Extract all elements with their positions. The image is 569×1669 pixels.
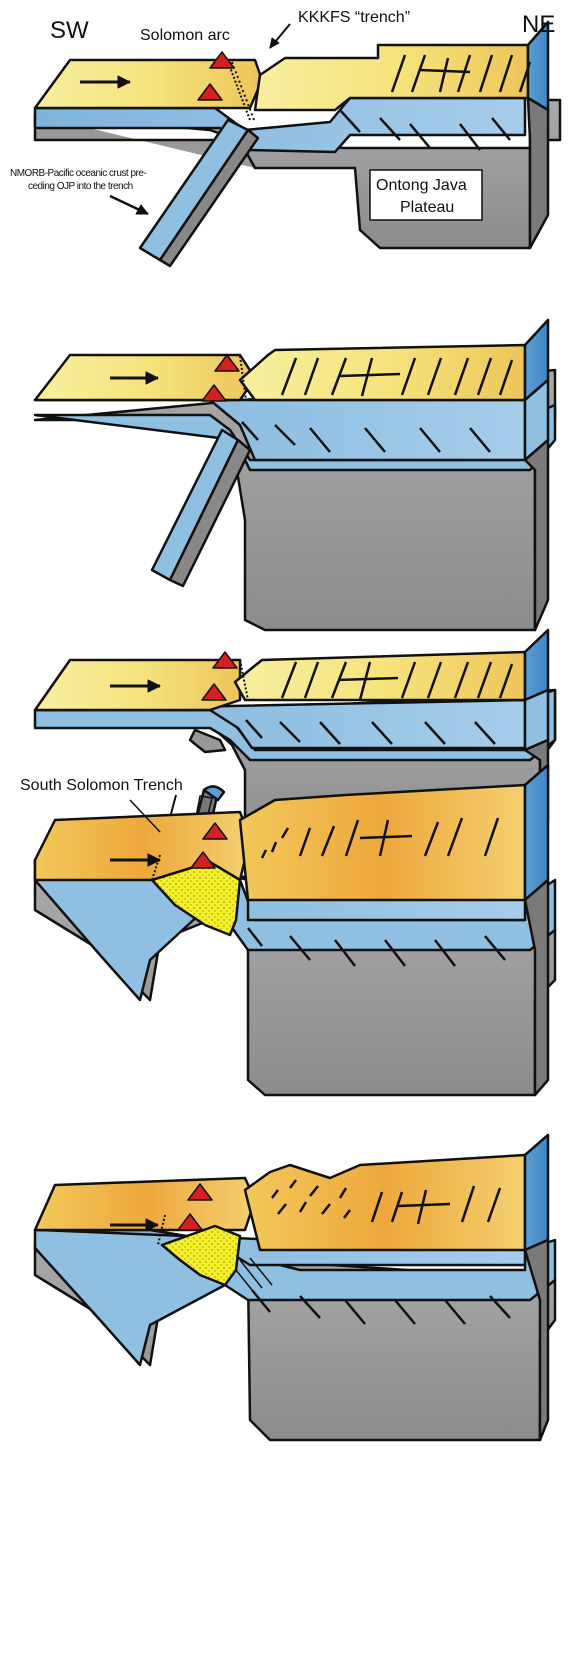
panel-2 (35, 320, 555, 630)
nmorb-label-line1: NMORB-Pacific oceanic crust pre- (10, 168, 146, 179)
ontong-java-label-line2: Plateau (400, 199, 454, 216)
ontong-java-label-line1: Ontong Java (376, 177, 467, 194)
ne-label: NE (522, 11, 555, 38)
kkkfs-trench-label: KKKFS “trench” (298, 9, 410, 26)
south-solomon-trench-label: South Solomon Trench (20, 777, 183, 794)
sw-label: SW (50, 17, 89, 44)
panel-5 (35, 1135, 555, 1440)
panel-4 (35, 765, 555, 1095)
nmorb-label-line2: ceding OJP into the trench (28, 181, 133, 192)
panel-1 (35, 22, 560, 266)
solomon-arc-label: Solomon arc (140, 27, 230, 44)
